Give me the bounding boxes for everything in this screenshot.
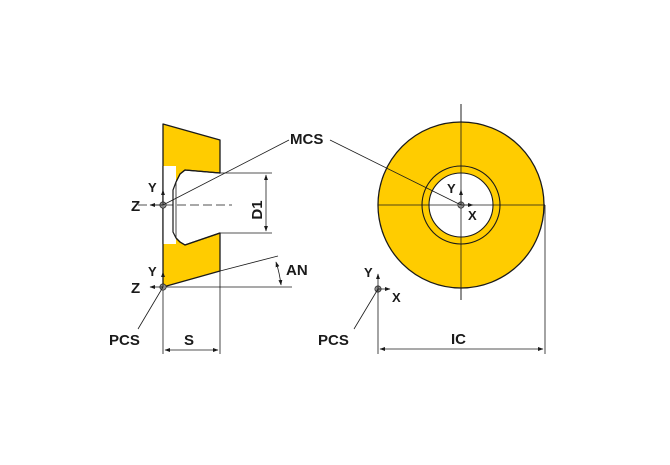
side-view: D1 AN S Y Z Y Z PCS bbox=[109, 123, 308, 354]
ic-label: IC bbox=[451, 331, 466, 348]
mcs-leader-top bbox=[329, 139, 462, 206]
side-mcs-z-label: Z bbox=[131, 198, 140, 215]
side-view-bore-edges bbox=[172, 169, 221, 246]
top-pcs-label: PCS bbox=[318, 332, 349, 349]
top-mcs-y-label: Y bbox=[447, 181, 456, 196]
an-angle-arc bbox=[275, 261, 283, 286]
side-mcs-y-label: Y bbox=[148, 180, 157, 195]
top-view: Y X Y X PCS IC bbox=[318, 104, 546, 354]
mcs-label: MCS bbox=[290, 131, 323, 148]
side-pcs-label: PCS bbox=[109, 332, 140, 349]
side-pcs-z-label: Z bbox=[131, 280, 140, 297]
mcs-callout: MCS bbox=[162, 131, 462, 206]
top-pcs-x-label: X bbox=[392, 290, 401, 305]
mcs-leader-side bbox=[162, 139, 290, 206]
top-pcs-y-label: Y bbox=[364, 265, 373, 280]
d1-label: D1 bbox=[249, 200, 266, 219]
side-pcs-y-label: Y bbox=[148, 264, 157, 279]
top-mcs-x-label: X bbox=[468, 208, 477, 223]
an-label: AN bbox=[286, 262, 308, 279]
s-label: S bbox=[184, 332, 194, 349]
